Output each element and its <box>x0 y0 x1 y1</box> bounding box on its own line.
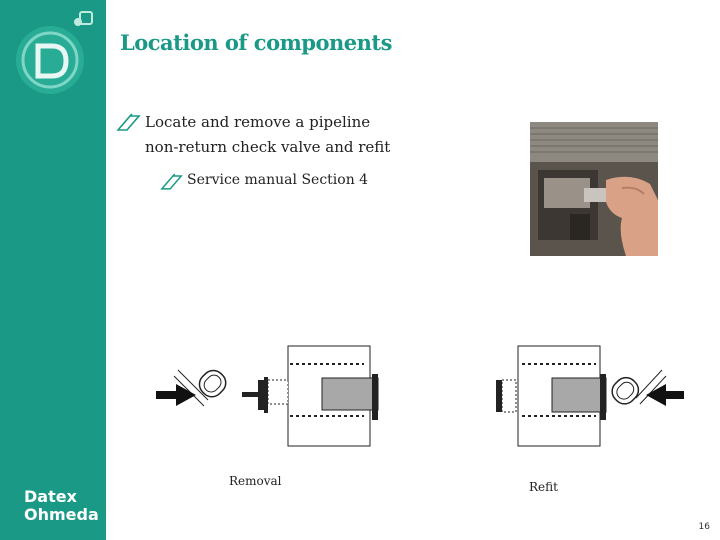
datex-logo-mark <box>8 8 98 102</box>
valve-photo <box>530 122 658 256</box>
sidebar: Datex Ohmeda <box>0 0 106 540</box>
page-number: 16 <box>698 522 710 532</box>
refit-caption: Refit <box>529 480 558 494</box>
brand-name: Datex Ohmeda <box>24 488 99 524</box>
notepad-bullet-icon <box>116 113 142 135</box>
bullet-item-1: Locate and remove a pipeline non-return … <box>116 110 406 160</box>
refit-diagram <box>490 340 690 459</box>
bullet-item-2: Service manual Section 4 <box>160 170 368 194</box>
bullet-text-2: Service manual Section 4 <box>187 172 369 188</box>
removal-diagram <box>150 340 390 459</box>
removal-caption: Removal <box>229 474 282 488</box>
brand-line-2: Ohmeda <box>24 505 99 524</box>
brand-line-1: Datex <box>24 487 77 506</box>
slide-title: Location of components <box>120 30 392 55</box>
bullet-text-1: Locate and remove a pipeline non-return … <box>145 113 391 156</box>
notepad-bullet-icon <box>160 173 184 194</box>
